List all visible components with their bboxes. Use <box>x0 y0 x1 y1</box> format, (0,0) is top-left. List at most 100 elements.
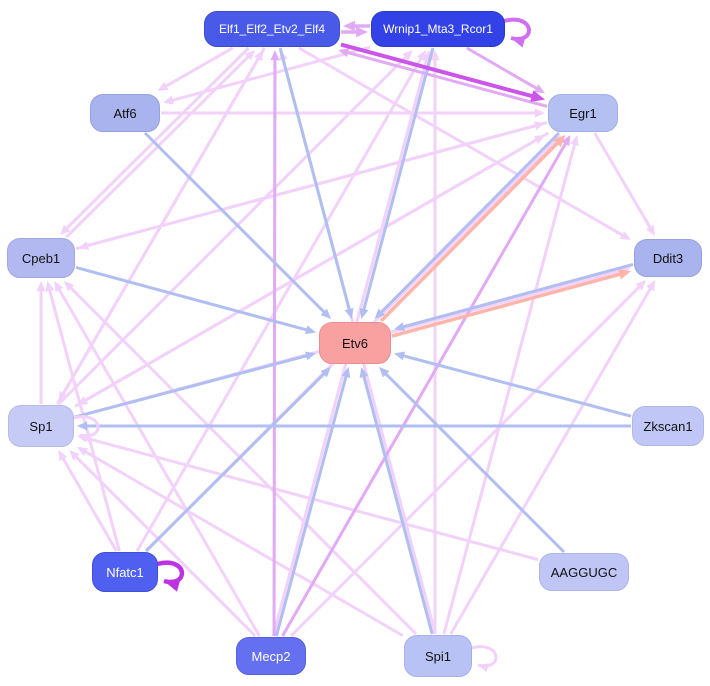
edge-line <box>442 143 577 635</box>
edge-line <box>84 450 404 638</box>
edge-arrowhead <box>553 135 566 148</box>
node-cpeb1[interactable]: Cpeb1 <box>7 238 75 278</box>
edge-line <box>145 372 326 553</box>
edge-arrowhead <box>304 351 316 361</box>
edge-line <box>48 289 121 552</box>
node-aaggugc[interactable]: AAGGUGC <box>539 553 629 591</box>
edge-line <box>84 131 550 402</box>
edge-line <box>289 285 641 638</box>
edge-line <box>466 46 538 90</box>
edge-arrowhead <box>511 35 526 48</box>
edge-line <box>362 47 435 311</box>
edge-arrowhead <box>533 84 545 94</box>
edge-arrowhead <box>402 50 413 61</box>
node-label: Wrnip1_Mta3_Rcor1 <box>383 22 493 36</box>
node-label: Cpeb1 <box>21 250 61 266</box>
edge-line <box>379 141 559 323</box>
edge-arrowhead <box>394 351 406 361</box>
edge-arrowhead <box>356 26 368 38</box>
edge-arrowhead <box>270 50 280 61</box>
edge-line <box>278 47 351 311</box>
node-spi1[interactable]: Spi1 <box>404 635 472 677</box>
edge-arrowhead <box>359 367 369 379</box>
edge-line <box>346 50 548 108</box>
edge-line <box>75 124 537 251</box>
edge-arrowhead <box>394 322 406 331</box>
edge-line <box>65 46 250 230</box>
node-label: Ddit3 <box>652 250 684 266</box>
edge-arrowhead <box>58 450 68 462</box>
edge-line <box>391 272 621 338</box>
edge-line <box>379 131 561 314</box>
edge-arrowhead <box>343 20 355 32</box>
node-label: AAGGUGC <box>550 564 618 580</box>
edge-arrowhead <box>478 663 490 673</box>
edge-arrowhead <box>561 135 571 147</box>
edge-arrowhead <box>77 446 89 456</box>
edge-arrowhead <box>530 90 545 102</box>
edge-arrowhead <box>534 108 545 118</box>
edge-arrowhead <box>77 396 89 406</box>
node-zkscan1[interactable]: Zkscan1 <box>632 406 704 446</box>
edge-line <box>281 142 568 637</box>
edge-line <box>449 287 652 635</box>
edge-line <box>74 354 308 419</box>
node-atf6[interactable]: Atf6 <box>90 94 160 132</box>
edge-arrowhead <box>54 281 64 293</box>
edge-arrowhead <box>320 308 331 319</box>
edge-arrowhead <box>344 307 354 319</box>
edge-line <box>402 354 632 418</box>
node-label: Spi1 <box>424 648 452 664</box>
edge-arrowhead <box>570 135 579 147</box>
edge-arrowhead <box>77 421 88 431</box>
edge-arrowhead <box>157 82 169 91</box>
edge-arrowhead <box>164 578 181 592</box>
edge-arrowhead <box>163 95 175 105</box>
edge-arrowhead <box>341 367 351 379</box>
edge-arrowhead <box>374 308 385 319</box>
node-wrnip1[interactable]: Wrnip1_Mta3_Rcor1 <box>371 11 505 47</box>
edge-line <box>272 59 277 637</box>
edge-arrowhead <box>619 231 631 241</box>
edge-arrowhead <box>45 281 55 293</box>
edge-line <box>164 46 234 88</box>
edge-arrowhead <box>359 307 369 319</box>
edge-line <box>75 266 308 332</box>
edge-arrowhead <box>646 224 656 236</box>
edge-arrowhead <box>430 50 440 61</box>
edge-arrowhead <box>320 367 331 378</box>
node-nfatc1[interactable]: Nfatc1 <box>92 552 158 592</box>
node-elf1[interactable]: Elf1_Elf2_Etv2_Elf4 <box>204 11 340 47</box>
edge-arrowhead <box>36 281 46 292</box>
edge-arrowhead <box>59 224 71 235</box>
node-label: Egr1 <box>569 105 597 121</box>
edge-arrowhead <box>69 450 80 461</box>
edge-line <box>340 42 534 99</box>
edge-line <box>143 131 326 314</box>
edge-arrowhead <box>58 390 68 402</box>
node-mecp2[interactable]: Mecp2 <box>236 637 306 675</box>
edge-line <box>171 45 371 102</box>
edge-arrowhead <box>304 325 316 335</box>
edge-line <box>61 47 266 395</box>
edge-line <box>274 375 348 637</box>
edge-line <box>57 55 408 406</box>
edge-line <box>61 457 118 552</box>
edge-arrowhead <box>646 280 656 292</box>
edge-line <box>135 57 423 552</box>
node-label: Sp1 <box>29 418 53 434</box>
node-ddit3[interactable]: Ddit3 <box>634 239 702 277</box>
node-label: Nfatc1 <box>106 564 144 580</box>
edge-line <box>402 262 634 329</box>
node-sp1[interactable]: Sp1 <box>8 405 74 447</box>
node-etv6[interactable]: Etv6 <box>319 322 391 364</box>
edge-line <box>74 455 257 638</box>
node-label: Etv6 <box>341 335 368 351</box>
node-label: Elf1_Elf2_Etv2_Elf4 <box>218 22 326 36</box>
node-egr1[interactable]: Egr1 <box>548 94 618 132</box>
node-label: Mecp2 <box>251 648 291 664</box>
edge-arrowhead <box>533 121 545 131</box>
edge-arrowhead <box>618 269 631 280</box>
edge-line <box>69 286 418 636</box>
